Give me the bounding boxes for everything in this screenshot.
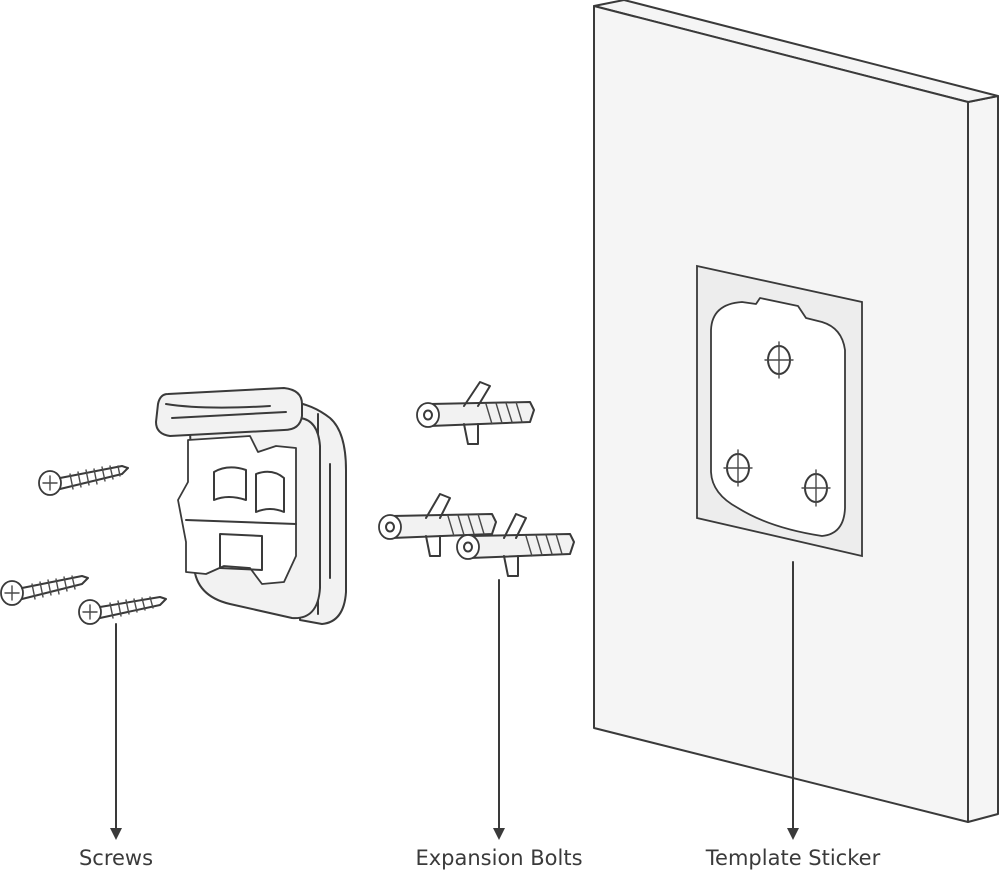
- expansion-bolt-1: [416, 381, 535, 445]
- sticker-hole-top: [764, 341, 794, 379]
- sticker-hole-right: [801, 469, 831, 507]
- expansion-bolts-label: Expansion Bolts: [415, 846, 583, 870]
- screws-leader-arrow: [110, 623, 122, 840]
- sticker-hole-left: [723, 449, 753, 487]
- screw-1: [38, 465, 129, 496]
- expansion-bolt-2: [378, 493, 497, 557]
- screw-2: [0, 575, 89, 606]
- screw-3: [78, 596, 167, 625]
- mounting-bracket: [155, 387, 347, 625]
- template-sticker-label: Template Sticker: [705, 846, 881, 870]
- template-sticker: [696, 264, 863, 558]
- expansion-bolt-3: [456, 513, 575, 577]
- screws-label: Screws: [78, 846, 154, 870]
- bolts-leader-arrow: [493, 579, 505, 840]
- sticker-leader-arrow: [787, 561, 799, 840]
